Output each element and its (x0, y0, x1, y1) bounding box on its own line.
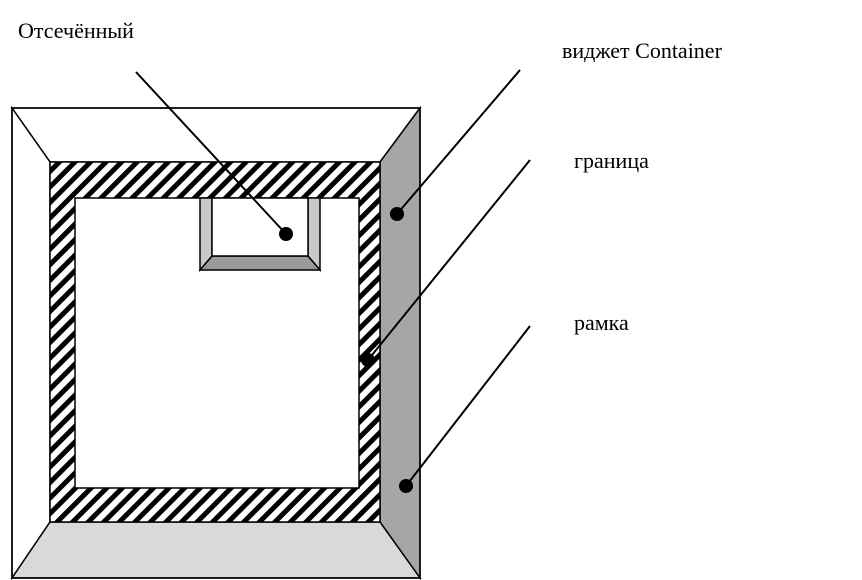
frame-left-bevel (11, 105, 51, 580)
leader-dot-container (390, 207, 404, 221)
label-clipped: Отсечённый (18, 18, 134, 43)
label-border: граница (574, 148, 649, 173)
leader-dot-border (361, 353, 375, 367)
leader-lines (135, 69, 531, 493)
leader-line-clipped (135, 71, 287, 235)
frame-outline (11, 107, 421, 579)
frame-bottom-bevel (10, 521, 422, 579)
clipped-widget (198, 197, 322, 273)
leader-line-frame (405, 325, 531, 487)
label-frame: рамка (574, 310, 629, 335)
leader-line-container (396, 69, 521, 215)
frame (10, 105, 422, 580)
clipped-inner (211, 197, 309, 257)
frame-top-bevel (10, 107, 422, 163)
frame-right-bevel (379, 105, 421, 580)
leader-dot-clipped (279, 227, 293, 241)
label-container-widget: виджет Container (562, 38, 723, 63)
leader-dot-frame (399, 479, 413, 493)
leader-line-border (367, 159, 531, 361)
clipped-bottom-bevel (198, 255, 322, 271)
